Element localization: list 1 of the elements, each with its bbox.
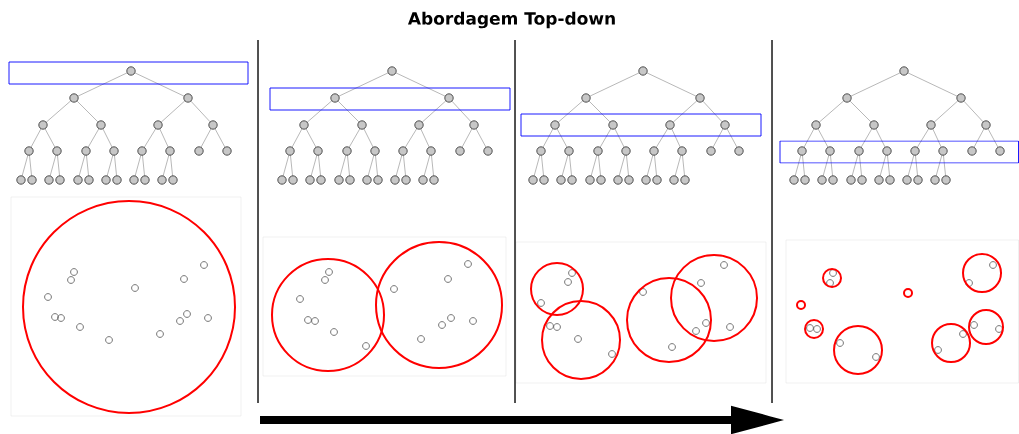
title: Abordagem Top-down: [407, 11, 615, 29]
